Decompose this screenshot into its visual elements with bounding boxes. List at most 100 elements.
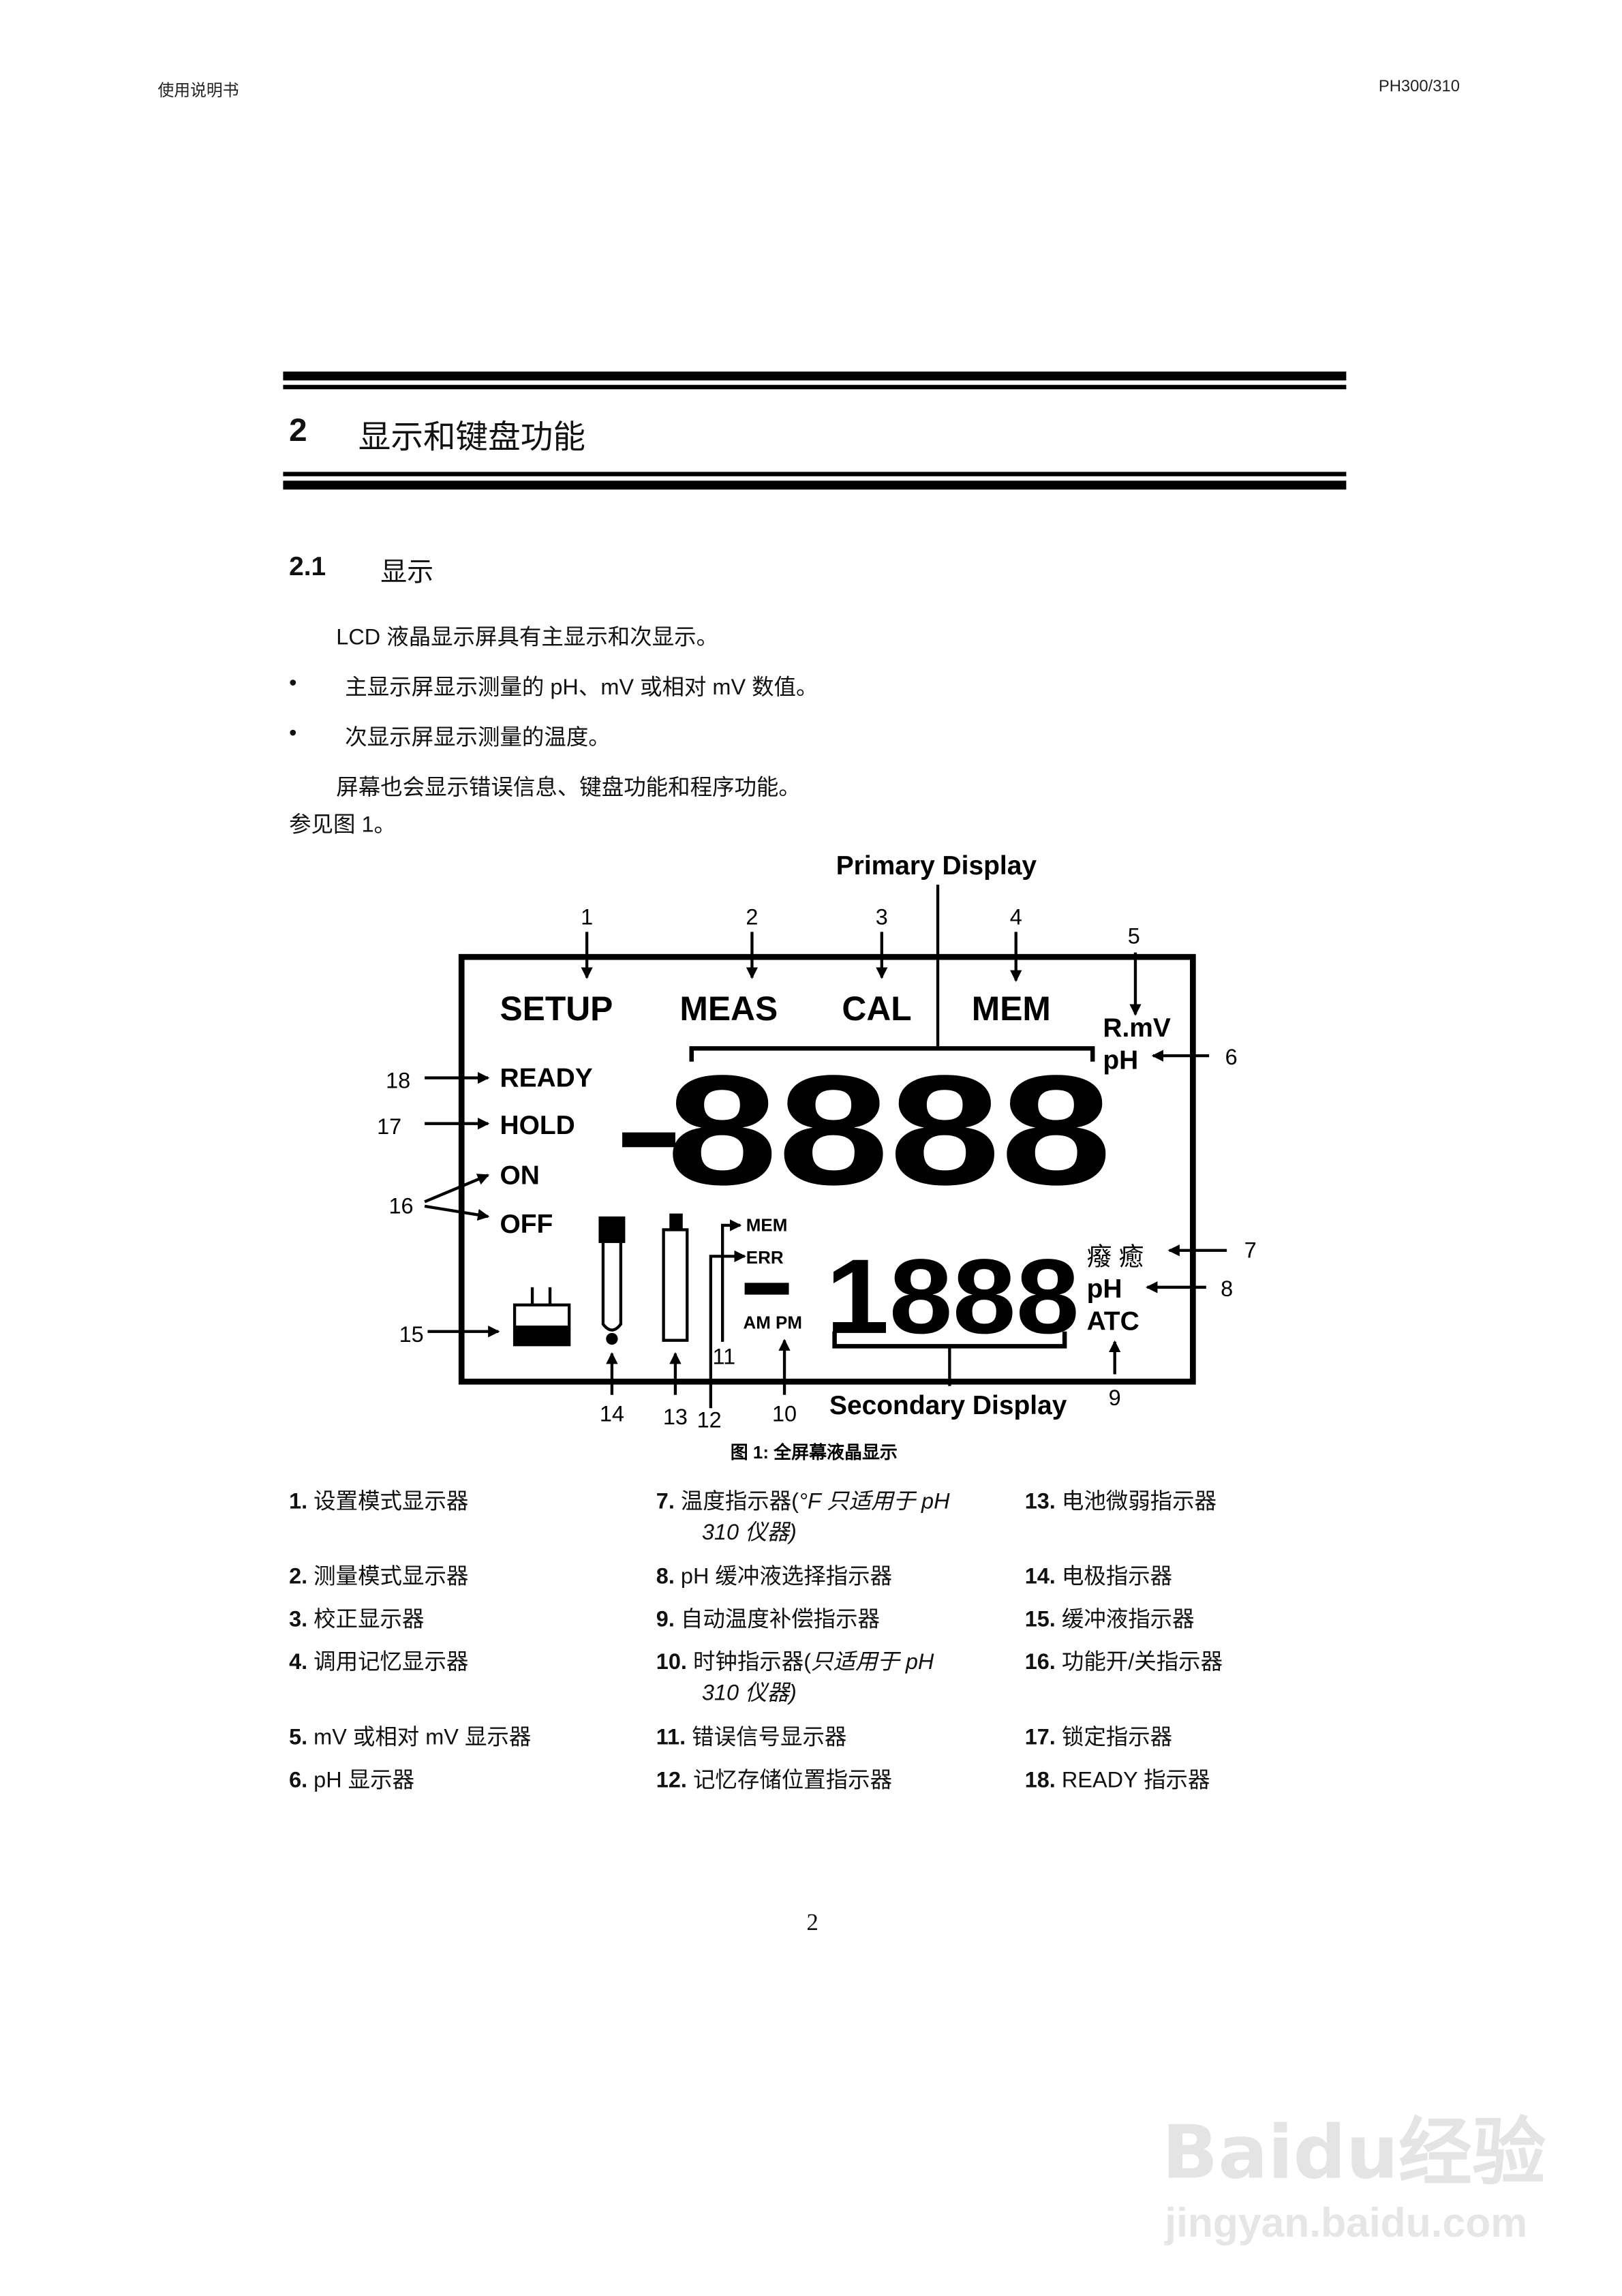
legend-item: 16. 功能开/关指示器 [1025, 1646, 1223, 1677]
callout-6: 6 [1225, 1045, 1238, 1069]
callout-5: 5 [1128, 924, 1140, 949]
secondary-minus-segment [744, 1283, 789, 1295]
callout-13: 13 [663, 1405, 688, 1429]
unit-atc: ATC [1087, 1307, 1139, 1336]
legend-item: 4. 调用记忆显示器 [289, 1646, 468, 1677]
legend-number: 17. [1024, 1725, 1056, 1751]
lcd-frame [458, 953, 1196, 1385]
legend-number: 8. [656, 1564, 675, 1590]
legend-text: pH 显示器 [313, 1768, 415, 1793]
secondary-digits: 1888 [826, 1238, 1080, 1356]
mode-meas: MEAS [679, 990, 778, 1028]
err-indicator: ERR [746, 1247, 784, 1268]
legend-number: 18. [1024, 1768, 1056, 1793]
section-title: 显示 [380, 557, 434, 587]
primary-display-label: Primary Display [836, 851, 1037, 881]
intro-text: LCD 液晶显示屏具有主显示和次显示。 [336, 625, 719, 651]
legend-text: 错误信号显示器 [692, 1725, 847, 1751]
primary-digits: 8888 [667, 1042, 1112, 1217]
primary-bracket [689, 1046, 1095, 1062]
legend-item: 8. pH 缓冲液选择指示器 [656, 1560, 892, 1591]
watermark-logo: Baidu经验 [1161, 2110, 1546, 2196]
legend-text: 设置模式显示器 [313, 1489, 469, 1515]
legend-item: 2. 测量模式显示器 [289, 1560, 468, 1591]
callout-9: 9 [1109, 1386, 1121, 1410]
legend-text: 时钟指示器( [692, 1650, 812, 1675]
legend-number: 3. [289, 1607, 308, 1633]
para-text: 屏幕也会显示错误信息、键盘功能和程序功能。 [336, 776, 801, 801]
callout-10: 10 [772, 1402, 797, 1426]
callout-14: 14 [600, 1402, 624, 1426]
chapter-number: 2 [289, 411, 307, 448]
mode-setup: SETUP [500, 990, 613, 1028]
legend-item: 13. 电池微弱指示器 [1025, 1485, 1216, 1516]
legend-item: 15. 缓冲液指示器 [1025, 1603, 1195, 1634]
battery-icon [662, 1213, 689, 1342]
callout-3: 3 [876, 905, 888, 930]
header-right: PH300/310 [1378, 78, 1460, 96]
legend-text: 记忆存储位置指示器 [692, 1768, 893, 1793]
temperature-units: 癈 癒 [1087, 1242, 1144, 1270]
unit-ph: pH [1103, 1046, 1138, 1075]
legend-text: 温度指示器( [680, 1489, 799, 1515]
status-hold: HOLD [500, 1111, 575, 1140]
legend-text: 电极指示器 [1061, 1564, 1173, 1590]
callout-15: 15 [399, 1322, 424, 1347]
legend-number: 7. [656, 1489, 675, 1515]
callout-8: 8 [1221, 1276, 1233, 1301]
bullet-2: 次显示屏显示测量的温度。 [345, 725, 611, 751]
legend-number: 10. [656, 1650, 687, 1675]
legend-item: 3. 校正显示器 [289, 1603, 424, 1634]
status-indicators: READY HOLD ON OFF [500, 1064, 592, 1239]
section-number: 2.1 [289, 551, 326, 581]
mem-indicator: MEM [746, 1215, 788, 1236]
legend-number: 12. [656, 1768, 687, 1793]
legend-number: 4. [289, 1650, 308, 1675]
legend-item: 6. pH 显示器 [289, 1764, 414, 1794]
callout-18: 18 [386, 1069, 410, 1093]
legend-number: 5. [289, 1725, 308, 1751]
rule-top-thin [283, 384, 1347, 390]
see-figure: 参见图 1。 [289, 812, 396, 838]
legend-text: 电池微弱指示器 [1061, 1489, 1217, 1515]
unit-rmv: R.mV [1103, 1013, 1171, 1043]
rule-bottom-thick [283, 480, 1347, 490]
page-number: 2 [806, 1911, 818, 1936]
chapter-title: 显示和键盘功能 [358, 418, 585, 456]
legend-text: pH 缓冲液选择指示器 [680, 1564, 893, 1590]
mode-mem: MEM [972, 990, 1051, 1028]
legend-number: 9. [656, 1607, 675, 1633]
legend-text: 校正显示器 [313, 1607, 425, 1633]
legend-item: 10. 时钟指示器(只适用于 pH [656, 1646, 934, 1677]
rule-bottom-thin [283, 472, 1347, 476]
legend-item: 18. READY 指示器 [1025, 1764, 1210, 1794]
legend-text: 缓冲液指示器 [1061, 1607, 1195, 1633]
legend-item: 5. mV 或相对 mV 显示器 [289, 1721, 531, 1751]
legend-number: 14. [1024, 1564, 1056, 1590]
callout-arrows [424, 932, 1227, 1409]
legend-italic: 只适用于 pH [811, 1650, 934, 1675]
legend-item: 9. 自动温度补偿指示器 [656, 1603, 880, 1634]
legend-item: 11. 错误信号显示器 [656, 1721, 847, 1751]
mode-cal: CAL [842, 990, 911, 1028]
figure-caption: 图 1: 全屏幕液晶显示 [731, 1442, 898, 1463]
bullet-1: 主显示屏显示测量的 pH、mV 或相对 mV 数值。 [345, 675, 818, 701]
units: R.mV pH pH ATC [1087, 1013, 1171, 1336]
legend-text: 调用记忆显示器 [313, 1650, 469, 1675]
status-off: OFF [500, 1210, 553, 1239]
legend-item: 1. 设置模式显示器 [289, 1485, 468, 1516]
legend-number: 1. [289, 1489, 308, 1515]
bullet-dot: • [289, 721, 297, 746]
callout-7: 7 [1244, 1238, 1257, 1263]
primary-minus-segment [622, 1132, 675, 1148]
unit-ph-buffer: pH [1087, 1274, 1122, 1304]
lcd-diagram: Primary Display 1 2 3 4 5 6 7 8 9 10 11 … [377, 851, 1257, 1463]
legend-item: 12. 记忆存储位置指示器 [656, 1764, 892, 1794]
legend-text: 测量模式显示器 [313, 1564, 469, 1590]
legend-number: 11. [656, 1725, 686, 1751]
legend-text: mV 或相对 mV 显示器 [313, 1725, 532, 1751]
mode-indicators: SETUP MEAS CAL MEM [500, 990, 1050, 1028]
electrode-icon [598, 1216, 626, 1345]
callout-1: 1 [581, 905, 593, 930]
